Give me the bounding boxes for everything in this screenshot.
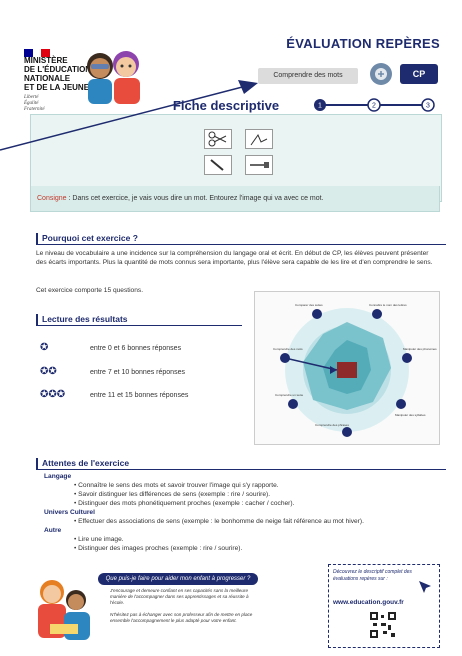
education-link[interactable]: www.education.gouv.fr <box>333 599 404 606</box>
consigne-bar: Consigne : Dans cet exercice, je vais vo… <box>30 186 440 212</box>
step-2: 2 <box>372 103 376 110</box>
group-univers: Univers Culturel <box>44 509 95 516</box>
consigne-label: Consigne <box>37 195 67 202</box>
attentes-heading: Attentes de l'exercice <box>36 458 446 470</box>
family-illustration <box>38 580 90 640</box>
brush-icon <box>245 155 273 175</box>
radar-label-2: Connaître le nom des lettres <box>369 303 407 307</box>
pourquoi-text: Le niveau de vocabulaire a une incidence… <box>36 250 433 266</box>
step-1: 1 <box>318 103 322 110</box>
discover-box: Découvrez le descriptif complet des éval… <box>328 564 440 648</box>
skill-label: Comprendre des mots <box>258 68 358 84</box>
question-count: Cet exercice comporte 15 questions. <box>36 287 144 294</box>
radar-label-5: Comprendre des phrases <box>315 423 349 427</box>
consigne-text: : Dans cet exercice, je vais vous dire u… <box>66 195 324 202</box>
page-title: ÉVALUATION REPÈRES <box>286 36 440 51</box>
knife-icon <box>204 155 232 175</box>
level-1-icon: ✪ <box>40 342 49 353</box>
qr-code-icon[interactable] <box>369 611 397 639</box>
advice-text: J'encourage et demeure confiant en ses c… <box>110 588 253 623</box>
brain-badge-icon <box>370 63 392 85</box>
ministry-name: MINISTÈRE DE L'ÉDUCATION NATIONALE ET DE… <box>24 56 106 92</box>
legend-row-3: ✪✪✪entre 11 et 15 bonnes réponses <box>40 389 189 400</box>
legend-row-1: ✪entre 0 et 6 bonnes réponses <box>40 342 182 353</box>
attentes-list: Langage • Connaître le sens des mots et … <box>44 473 364 552</box>
skills-radar-diagram: Comprendre des mots Connaître le nom des… <box>254 291 440 445</box>
radar-label-1: Comprendre des mots <box>273 347 303 351</box>
children-illustration <box>87 51 140 104</box>
cursor-icon <box>419 581 431 593</box>
pointer-arrow <box>0 80 258 151</box>
group-autre: Autre <box>44 527 62 534</box>
scissors-icon <box>204 129 232 149</box>
level-3-icon: ✪✪✪ <box>40 389 66 400</box>
level-2-icon: ✪✪ <box>40 366 57 377</box>
radar-label-4: Manipuler des syllabes <box>395 413 426 417</box>
step-progress: 1 2 3 <box>314 98 435 112</box>
radar-label-3: Manipuler des phonèmes <box>403 347 437 351</box>
branch-icon <box>245 129 273 149</box>
motto: Liberté Égalité Fraternité <box>24 95 45 112</box>
lecture-heading: Lecture des résultats <box>36 314 242 326</box>
help-bubble: Que puis-je faire pour aider mon enfant … <box>98 573 258 585</box>
radar-label-7: Comparer des suites <box>295 303 323 307</box>
flag-logo <box>24 44 50 57</box>
step-3: 3 <box>426 103 430 110</box>
pourquoi-heading: Pourquoi cet exercice ? <box>36 233 446 245</box>
legend-row-2: ✪✪entre 7 et 10 bonnes réponses <box>40 366 185 377</box>
fiche-title: Fiche descriptive <box>172 98 280 113</box>
radar-label-6: Comprendre un texte <box>275 393 304 397</box>
group-langage: Langage <box>44 473 72 480</box>
grade-badge: CP <box>400 64 438 84</box>
